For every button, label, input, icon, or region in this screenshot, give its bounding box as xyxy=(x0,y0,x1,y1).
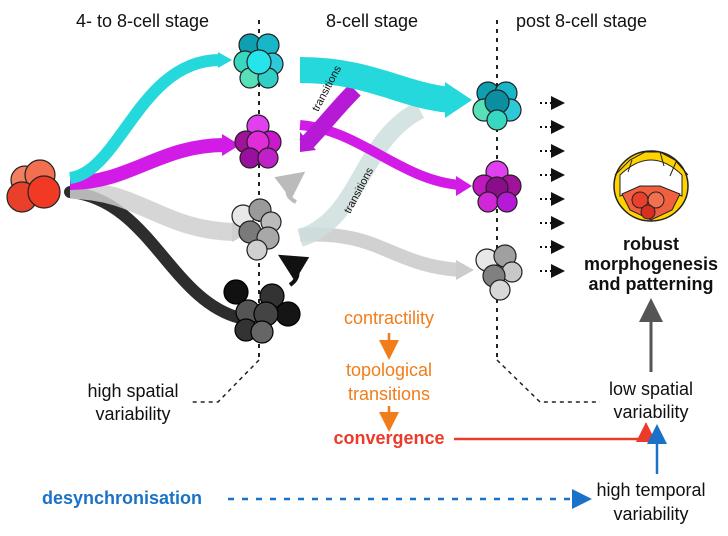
curl-black xyxy=(278,254,310,287)
high-spatial-line2: variability xyxy=(95,404,171,424)
high-temporal-line2: variability xyxy=(613,504,689,524)
flow-gray-right xyxy=(299,227,461,277)
robust-morphogenesis: robust morphogenesis and patterning xyxy=(574,234,728,294)
high-temporal-line1: high temporal xyxy=(596,480,706,500)
embryo-cyan-post xyxy=(472,81,522,131)
stage-label-post8: post 8-cell stage xyxy=(516,11,648,31)
flow-magenta-back xyxy=(299,84,361,151)
convergence-label: convergence xyxy=(333,428,445,448)
topological-line2: transitions xyxy=(347,384,431,404)
flow-gray-right-head xyxy=(456,260,474,280)
blastocyst xyxy=(613,150,689,222)
topological-transitions-label: topological transitions xyxy=(330,358,448,406)
flow-magenta-head xyxy=(222,134,240,156)
low-spatial-line1: low spatial xyxy=(608,379,694,399)
embryo-black-8cell xyxy=(223,279,301,344)
flow-gray-lower xyxy=(69,181,236,241)
robust-line1: robust xyxy=(623,234,679,254)
embryo-magenta-8cell xyxy=(234,114,282,169)
flow-magenta-back-head xyxy=(300,132,316,152)
embryo-gray-8cell xyxy=(231,198,282,261)
dotted-arrows xyxy=(540,96,565,278)
low-spatial-line2: variability xyxy=(613,402,689,422)
desynchronisation-label: desynchronisation xyxy=(42,488,203,508)
stage-label-4to8: 4- to 8-cell stage xyxy=(76,11,210,31)
robust-line3: and patterning xyxy=(588,274,714,294)
curl-gray xyxy=(274,171,306,204)
embryo-cyan-8cell xyxy=(233,33,284,89)
flow-cyan-right xyxy=(299,57,452,113)
low-spatial-variability: low spatial variability xyxy=(596,378,706,424)
flow-cyan-right-head xyxy=(445,82,472,118)
flow-magenta-right-head xyxy=(456,176,472,196)
contractility-label: contractility xyxy=(343,308,435,328)
connector-low-spatial xyxy=(496,359,600,403)
high-spatial-variability: high spatial variability xyxy=(78,380,188,426)
embryo-gray-post xyxy=(475,244,523,301)
flow-cyan-head xyxy=(218,52,232,68)
arrow-convergence xyxy=(454,422,656,442)
flow-magenta xyxy=(69,138,226,190)
high-spatial-line1: high spatial xyxy=(87,381,179,401)
flow-cyan xyxy=(68,54,221,184)
embryo-zygote xyxy=(6,159,61,213)
topological-line1: topological xyxy=(345,360,433,380)
flow-gray-diagonal xyxy=(296,101,425,247)
high-temporal-variability: high temporal variability xyxy=(586,478,716,526)
stage-label-8cell: 8-cell stage xyxy=(326,11,419,31)
embryo-magenta-post xyxy=(472,160,522,213)
robust-line2: morphogenesis xyxy=(583,254,719,274)
connector-high-spatial xyxy=(190,359,260,403)
